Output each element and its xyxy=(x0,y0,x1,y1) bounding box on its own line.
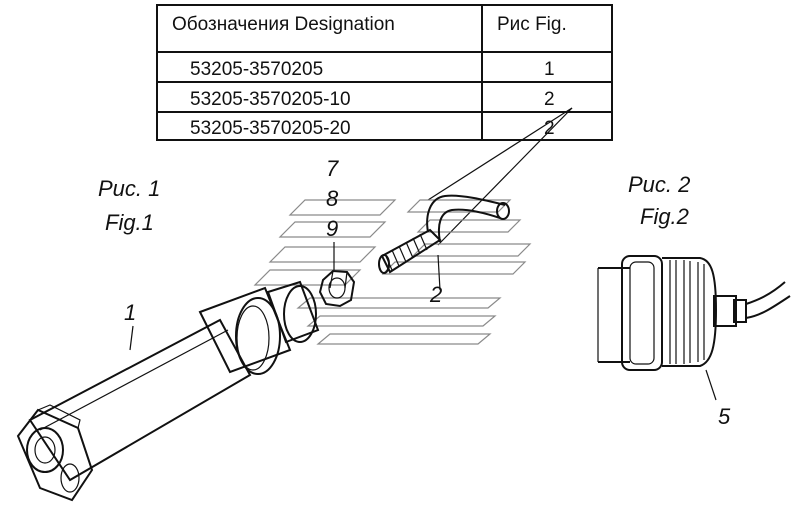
row-designation: 53205-3570205-20 xyxy=(190,118,351,139)
cylinder-assembly xyxy=(16,280,320,502)
row-fig: 1 xyxy=(544,59,555,80)
row-fig: 2 xyxy=(544,118,555,139)
callout-9: 9 xyxy=(326,216,338,241)
hex-nut xyxy=(318,269,356,308)
table-leader-lines xyxy=(427,107,573,246)
fig2-caption-ru: Рис. 2 xyxy=(628,172,690,197)
row-designation: 53205-3570205 xyxy=(190,59,323,80)
fig1-caption-en: Fig.1 xyxy=(105,210,154,235)
fig2-caption-en: Fig.2 xyxy=(640,204,689,229)
callout-1: 1 xyxy=(124,300,136,325)
stacked-plates xyxy=(253,199,532,345)
fig2-detail xyxy=(597,255,791,401)
header-fig: Рис Fig. xyxy=(497,14,567,35)
callout-2: 2 xyxy=(429,282,442,307)
fig1-caption-ru: Рис. 1 xyxy=(98,176,160,201)
callout-8: 8 xyxy=(326,186,339,211)
row-fig: 2 xyxy=(544,89,555,110)
bolt-clamp xyxy=(378,194,510,291)
callout-5: 5 xyxy=(718,404,731,429)
callout-7: 7 xyxy=(326,156,339,181)
designation-table: Обозначения Designation Рис Fig. 53205-3… xyxy=(156,4,613,141)
row-designation: 53205-3570205-10 xyxy=(190,89,351,110)
header-designation: Обозначения Designation xyxy=(172,14,395,35)
